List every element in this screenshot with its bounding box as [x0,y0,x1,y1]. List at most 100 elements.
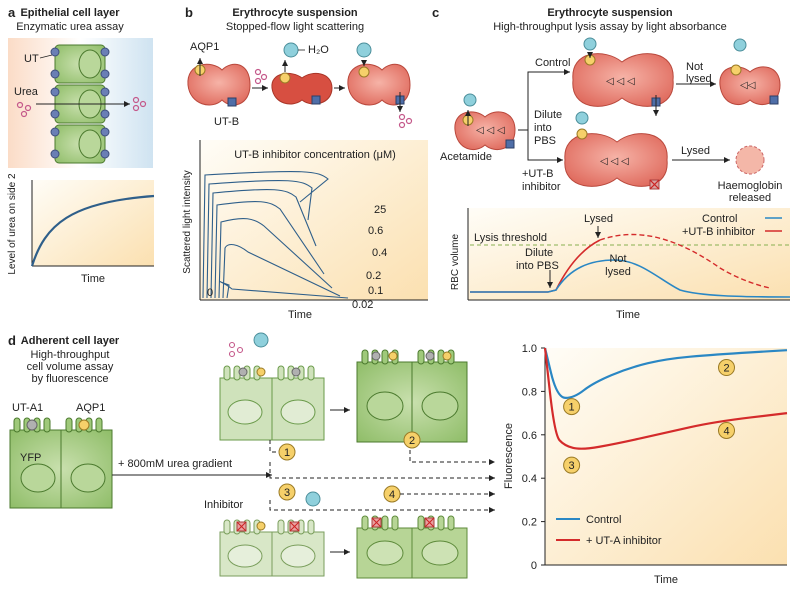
haemoglobin-line-1: Haemoglobin [718,180,783,192]
chart-legend: Control + UT-A inhibitor [556,514,662,547]
rbc-control-swelling [572,53,674,107]
chart-legend-inhibitor: + UT-A inhibitor [586,535,662,547]
y-tick-label: 0.2 [522,517,537,529]
urea-transporters [50,47,110,159]
lysed-label: Lysed [681,145,710,157]
panel-a-urea-curve [30,194,155,267]
panel-d-subtitle-1: High-throughput [31,349,110,361]
step-4: 4 [389,489,395,501]
plot-lysed-label: Lysed [584,213,613,225]
annotation-label: 1 [569,402,575,414]
not-lysed-line-1: Not [686,61,703,73]
panel-a-subtitle: Enzymatic urea assay [16,21,124,33]
not-lysed-line-2: lysed [686,73,712,85]
utb-inhibitor-line-2: inhibitor [522,181,561,193]
step-1: 1 [284,447,290,459]
step-connectors [269,440,495,513]
panel-d: d Adherent cell layer High-throughput ce… [8,332,495,579]
panel-c-title: Erythrocyte suspension [547,7,673,19]
panel-c-letter: c [432,5,439,20]
inhibitor-series-line [543,347,788,450]
rbc-inhibited-swelling [564,133,668,187]
chart-legend-control: Control [586,514,621,526]
scattering-curve [222,243,341,299]
inhibitor-concentration-label: 0.02 [352,299,373,311]
panel-c-plot-area [468,208,790,300]
annotation-label: 4 [723,425,729,437]
urea-label: Urea [14,86,39,98]
panel-b: b Erythrocyte suspension Stopped-flow li… [182,5,428,321]
chart-y-ticks: 00.20.40.60.81.0 [522,343,545,572]
panel-a: a Epithelial cell layer Enzymatic urea a… [7,5,155,285]
inhibitor-concentration-label: 0.4 [372,247,387,259]
inhibitor-concentration-label: 0.6 [368,225,383,237]
scattering-curve [214,201,325,299]
step-2: 2 [409,435,415,447]
inhibitor-concentration-label: 0.2 [366,270,381,282]
fluorescence-chart: 00.20.40.60.81.0 Fluorescence Time 1234 … [503,343,788,586]
panel-b-curves [202,170,349,299]
uta1-label: UT-A1 [12,402,43,414]
y-tick-label: 0.8 [522,386,537,398]
panel-b-subtitle: Stopped-flow light scattering [226,21,364,33]
plot-not-lysed-line-2: lysed [605,266,631,278]
panel-a-title: Epithelial cell layer [20,7,120,19]
annotation-marker [563,398,581,416]
panel-b-title: Erythrocyte suspension [232,7,358,19]
panel-b-plot-area [200,140,428,300]
scattering-curve [202,170,329,299]
step-3: 3 [284,487,290,499]
panel-c-legend: Control +UT-B inhibitor [682,213,782,238]
inhibitor-concentration-label: 0.1 [368,285,383,297]
panel-c-xlabel: Time [616,309,640,321]
control-label: Control [535,57,570,69]
svg-text:◁ ◁ ◁: ◁ ◁ ◁ [476,125,505,136]
panel-b-xlabel: Time [288,309,312,321]
urea-molecules-right [132,96,147,112]
chart-xlabel: Time [654,574,678,586]
utb-inhibitor-line-1: +UT-B [522,168,553,180]
panel-b-plot-title: UT-B inhibitor concentration (μM) [234,149,396,161]
panel-a-plot-area [32,180,154,266]
rbc-1 [187,63,251,106]
panel-d-title: Adherent cell layer [21,335,120,347]
inhibitor-concentration-label: 0 [207,287,213,299]
yfp-label: YFP [20,452,41,464]
urea-molecules-left [16,101,32,118]
svg-text:◁ ◁ ◁: ◁ ◁ ◁ [600,156,629,167]
control-curve [470,259,791,298]
panel-d-subtitle-3: by fluorescence [31,373,108,385]
utb-label: UT-B [214,116,239,128]
annotation-label: 3 [569,460,575,472]
panel-c-subtitle: High-throughput lysis assay by light abs… [493,21,727,33]
panel-b-curve-labels: 25 0.6 0.4 0.2 0.1 0.02 0 [207,204,387,311]
inhibitor-curve-dashed [599,233,771,289]
scattering-curve [218,217,333,299]
dilute-line-2: into [534,122,552,134]
scattering-curve [210,188,317,299]
panel-b-ylabel: Scattered light intensity [182,170,193,273]
inhibitor-label: Inhibitor [204,499,243,511]
legend-control: Control [702,213,737,225]
inhibitor-concentration-label: 25 [374,204,386,216]
step-markers: 1 2 3 4 [278,431,421,503]
urea-molecules-b3 [398,113,413,129]
acetamide-label: Acetamide [440,151,492,163]
haemoglobin-line-2: released [729,192,771,204]
ut-label: UT [24,53,39,65]
panel-d-letter: d [8,333,16,348]
panel-a-xlabel: Time [81,273,105,285]
dilute-line-3: PBS [534,135,556,147]
plot-not-lysed-line-1: Not [609,253,626,265]
annotation-marker [563,456,581,474]
utb-transporter-icon [227,97,237,107]
annotation-label: 2 [723,363,729,375]
aqp1-label: AQP1 [190,41,219,53]
svg-text:◁◁: ◁◁ [740,80,756,91]
water-label: H₂O [308,44,329,56]
panel-d-subtitle-2: cell volume assay [27,361,114,373]
control-series-line [543,347,788,400]
panel-c: c Erythrocyte suspension High-throughput… [432,5,791,321]
dilute-line-1: Dilute [534,109,562,121]
